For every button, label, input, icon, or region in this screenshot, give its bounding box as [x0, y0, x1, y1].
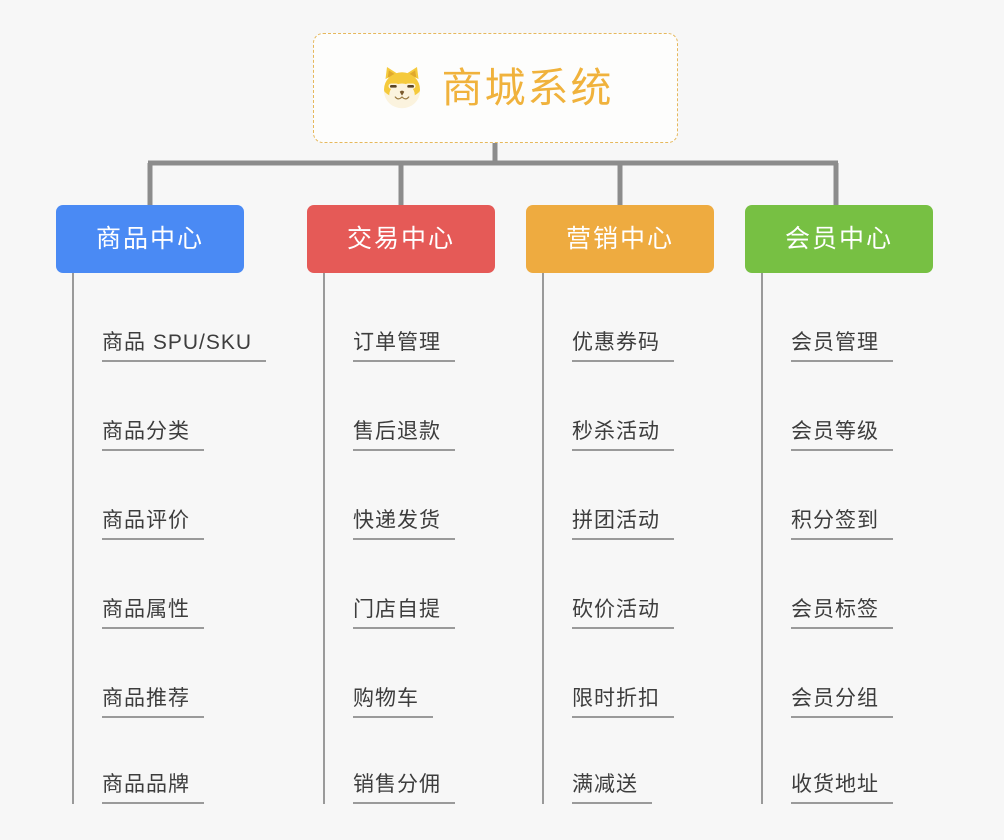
category-label: 会员中心 — [784, 224, 893, 253]
category-box-1[interactable]: 交易中心 — [307, 205, 495, 273]
list-item[interactable]: 商品属性 — [74, 540, 288, 629]
page-title: 商城系统 — [441, 64, 614, 111]
list-item[interactable]: 限时折扣 — [544, 629, 758, 718]
leaf-label: 优惠券码 — [572, 332, 674, 362]
list-item[interactable]: 销售分佣 — [325, 718, 539, 804]
list-item[interactable]: 商品分类 — [74, 362, 288, 451]
leaf-label: 商品品牌 — [102, 774, 204, 804]
leaf-label: 订单管理 — [353, 332, 455, 362]
category-column-1: 交易中心 订单管理 售后退款 快递发货 门店自提 购物车 销售分佣 — [307, 205, 539, 804]
list-item[interactable]: 拼团活动 — [544, 451, 758, 540]
list-item[interactable]: 商品推荐 — [74, 629, 288, 718]
leaf-label: 限时折扣 — [572, 688, 674, 718]
list-item[interactable]: 会员分组 — [763, 629, 977, 718]
list-item[interactable]: 商品评价 — [74, 451, 288, 540]
leaf-label: 商品分类 — [102, 421, 204, 451]
leaf-list-0: 商品 SPU/SKU 商品分类 商品评价 商品属性 商品推荐 商品品牌 — [72, 273, 288, 804]
leaf-label: 秒杀活动 — [572, 421, 674, 451]
list-item[interactable]: 购物车 — [325, 629, 539, 718]
list-item[interactable]: 售后退款 — [325, 362, 539, 451]
leaf-label: 会员等级 — [791, 421, 893, 451]
leaf-label: 砍价活动 — [572, 599, 674, 629]
category-box-3[interactable]: 会员中心 — [745, 205, 933, 273]
list-item[interactable]: 秒杀活动 — [544, 362, 758, 451]
list-item[interactable]: 会员等级 — [763, 362, 977, 451]
list-item[interactable]: 会员标签 — [763, 540, 977, 629]
category-label: 交易中心 — [346, 224, 455, 253]
leaf-label: 商品推荐 — [102, 688, 204, 718]
leaf-list-1: 订单管理 售后退款 快递发货 门店自提 购物车 销售分佣 — [323, 273, 539, 804]
leaf-label: 门店自提 — [353, 599, 455, 629]
leaf-label: 会员管理 — [791, 332, 893, 362]
leaf-label: 购物车 — [353, 688, 433, 718]
list-item[interactable]: 门店自提 — [325, 540, 539, 629]
list-item[interactable]: 积分签到 — [763, 451, 977, 540]
category-column-2: 营销中心 优惠券码 秒杀活动 拼团活动 砍价活动 限时折扣 满减送 — [526, 205, 758, 804]
leaf-label: 商品属性 — [102, 599, 204, 629]
list-item[interactable]: 快递发货 — [325, 451, 539, 540]
leaf-label: 积分签到 — [791, 510, 893, 540]
leaf-label: 商品 SPU/SKU — [102, 332, 267, 362]
root-node[interactable]: 商城系统 — [313, 33, 678, 143]
leaf-list-3: 会员管理 会员等级 积分签到 会员标签 会员分组 收货地址 — [761, 273, 977, 804]
category-label: 商品中心 — [95, 224, 204, 253]
leaf-label: 收货地址 — [791, 774, 893, 804]
leaf-label: 会员标签 — [791, 599, 893, 629]
leaf-label: 商品评价 — [102, 510, 204, 540]
category-column-3: 会员中心 会员管理 会员等级 积分签到 会员标签 会员分组 收货地址 — [745, 205, 977, 804]
leaf-label: 快递发货 — [353, 510, 455, 540]
leaf-list-2: 优惠券码 秒杀活动 拼团活动 砍价活动 限时折扣 满减送 — [542, 273, 758, 804]
list-item[interactable]: 砍价活动 — [544, 540, 758, 629]
leaf-label: 会员分组 — [791, 688, 893, 718]
leaf-label: 满减送 — [572, 774, 652, 804]
leaf-label: 拼团活动 — [572, 510, 674, 540]
list-item[interactable]: 收货地址 — [763, 718, 977, 804]
category-column-0: 商品中心 商品 SPU/SKU 商品分类 商品评价 商品属性 商品推荐 商品品牌 — [56, 205, 288, 804]
category-box-0[interactable]: 商品中心 — [56, 205, 244, 273]
list-item[interactable]: 满减送 — [544, 718, 758, 804]
list-item[interactable]: 商品 SPU/SKU — [74, 273, 288, 362]
list-item[interactable]: 订单管理 — [325, 273, 539, 362]
list-item[interactable]: 商品品牌 — [74, 718, 288, 804]
category-box-2[interactable]: 营销中心 — [526, 205, 714, 273]
list-item[interactable]: 优惠券码 — [544, 273, 758, 362]
category-label: 营销中心 — [565, 224, 674, 253]
leaf-label: 销售分佣 — [353, 774, 455, 804]
list-item[interactable]: 会员管理 — [763, 273, 977, 362]
leaf-label: 售后退款 — [353, 421, 455, 451]
shiba-dog-face-icon — [383, 67, 420, 109]
